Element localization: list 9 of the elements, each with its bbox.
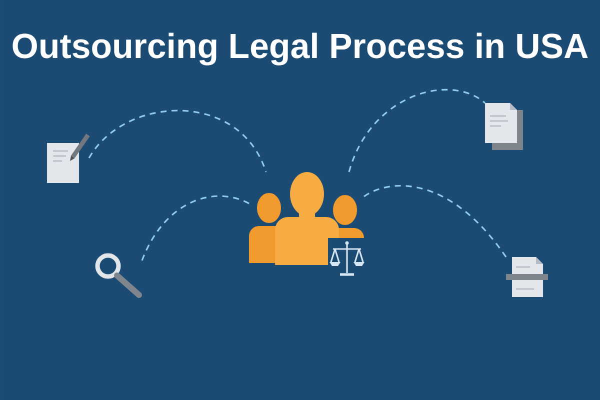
dashed-arc: [348, 89, 486, 172]
magnifier-icon: [95, 253, 142, 298]
dashed-arc: [88, 110, 267, 172]
shredder-icon: [506, 257, 548, 297]
dashed-arc: [141, 195, 250, 261]
title: Outsourcing Legal Process in USA: [12, 32, 588, 66]
documents-icon: [485, 103, 523, 150]
dashed-arc: [364, 184, 507, 258]
document-pen-icon: [47, 134, 90, 183]
